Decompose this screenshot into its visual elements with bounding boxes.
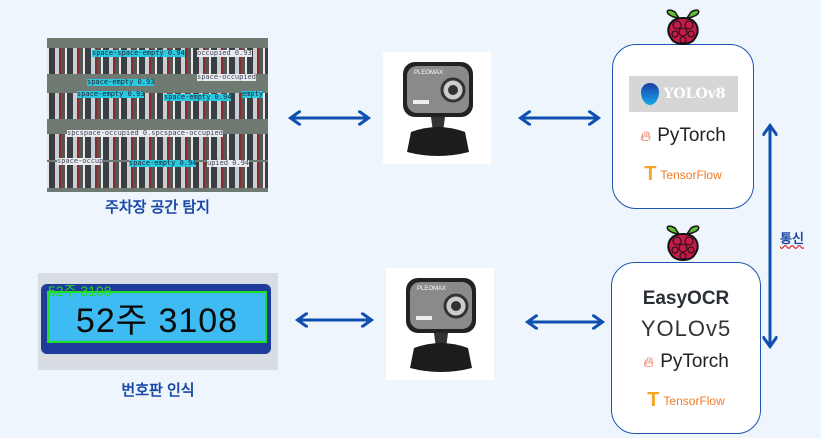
pytorch-label: PyTorch — [660, 351, 729, 372]
webcam-2: PLEOMAX — [386, 268, 494, 380]
detection-label: space-space-empty 0.94 — [92, 49, 185, 57]
communication-label: 통신 — [780, 231, 804, 246]
parking-detection-image: space-space-empty 0.94 occupied 0.93 spa… — [47, 38, 268, 192]
yolo-icon — [641, 83, 660, 105]
yolov8-label: YOLOv8 — [663, 86, 726, 102]
detection-label: space-occup — [57, 157, 104, 165]
tensorflow-label: TensorFlow — [660, 167, 722, 182]
pytorch-label: PyTorch — [657, 125, 726, 146]
detection-label: occupied 0.93 — [197, 49, 252, 57]
tensorflow-icon: T — [644, 163, 657, 185]
plate-number: 52주 3108 — [47, 291, 267, 343]
license-plate-image: 52주 3108 52주 3108 — [38, 273, 278, 370]
raspberry-pi-icon — [666, 225, 700, 261]
easyocr-label: EasyOCR — [642, 288, 730, 309]
pytorch-logo: 🔥︎ PyTorch — [613, 125, 753, 147]
raspberry-pi-icon — [666, 9, 700, 45]
pytorch-logo: 🔥︎ PyTorch — [612, 351, 760, 373]
pytorch-icon: 🔥︎ — [640, 127, 652, 145]
detection-label: spcspace-occupied 0.spcspace-occupied — [67, 129, 223, 137]
detection-label: upied 0.94 — [207, 159, 250, 167]
pytorch-icon: 🔥︎ — [643, 353, 655, 371]
webcam-1: PLEOMAX — [383, 52, 491, 164]
detection-label: space-empty 0.94 — [129, 159, 197, 167]
yolov8-logo: YOLOv8 — [629, 76, 738, 112]
webcam-brand: PLEOMAX — [414, 70, 444, 76]
detection-label: empty — [242, 90, 264, 98]
ocr-result-label: 52주 3108 — [48, 283, 112, 299]
detection-label: space-empty 0.93 — [77, 90, 145, 98]
tensorflow-label: TensorFlow — [663, 393, 725, 408]
plate-caption: 번호판 인식 — [121, 382, 195, 399]
parking-caption: 주차장 공간 탐지 — [105, 199, 210, 216]
detection-label: space-empty 0.93 — [87, 78, 155, 86]
yolov5-label: YOLOv5 — [640, 316, 732, 341]
tensorflow-icon: T — [647, 389, 660, 411]
webcam-brand: PLEOMAX — [417, 286, 447, 292]
detection-label: space-occupied — [197, 73, 257, 81]
detection-label: space-empty 0.94 — [164, 93, 232, 101]
